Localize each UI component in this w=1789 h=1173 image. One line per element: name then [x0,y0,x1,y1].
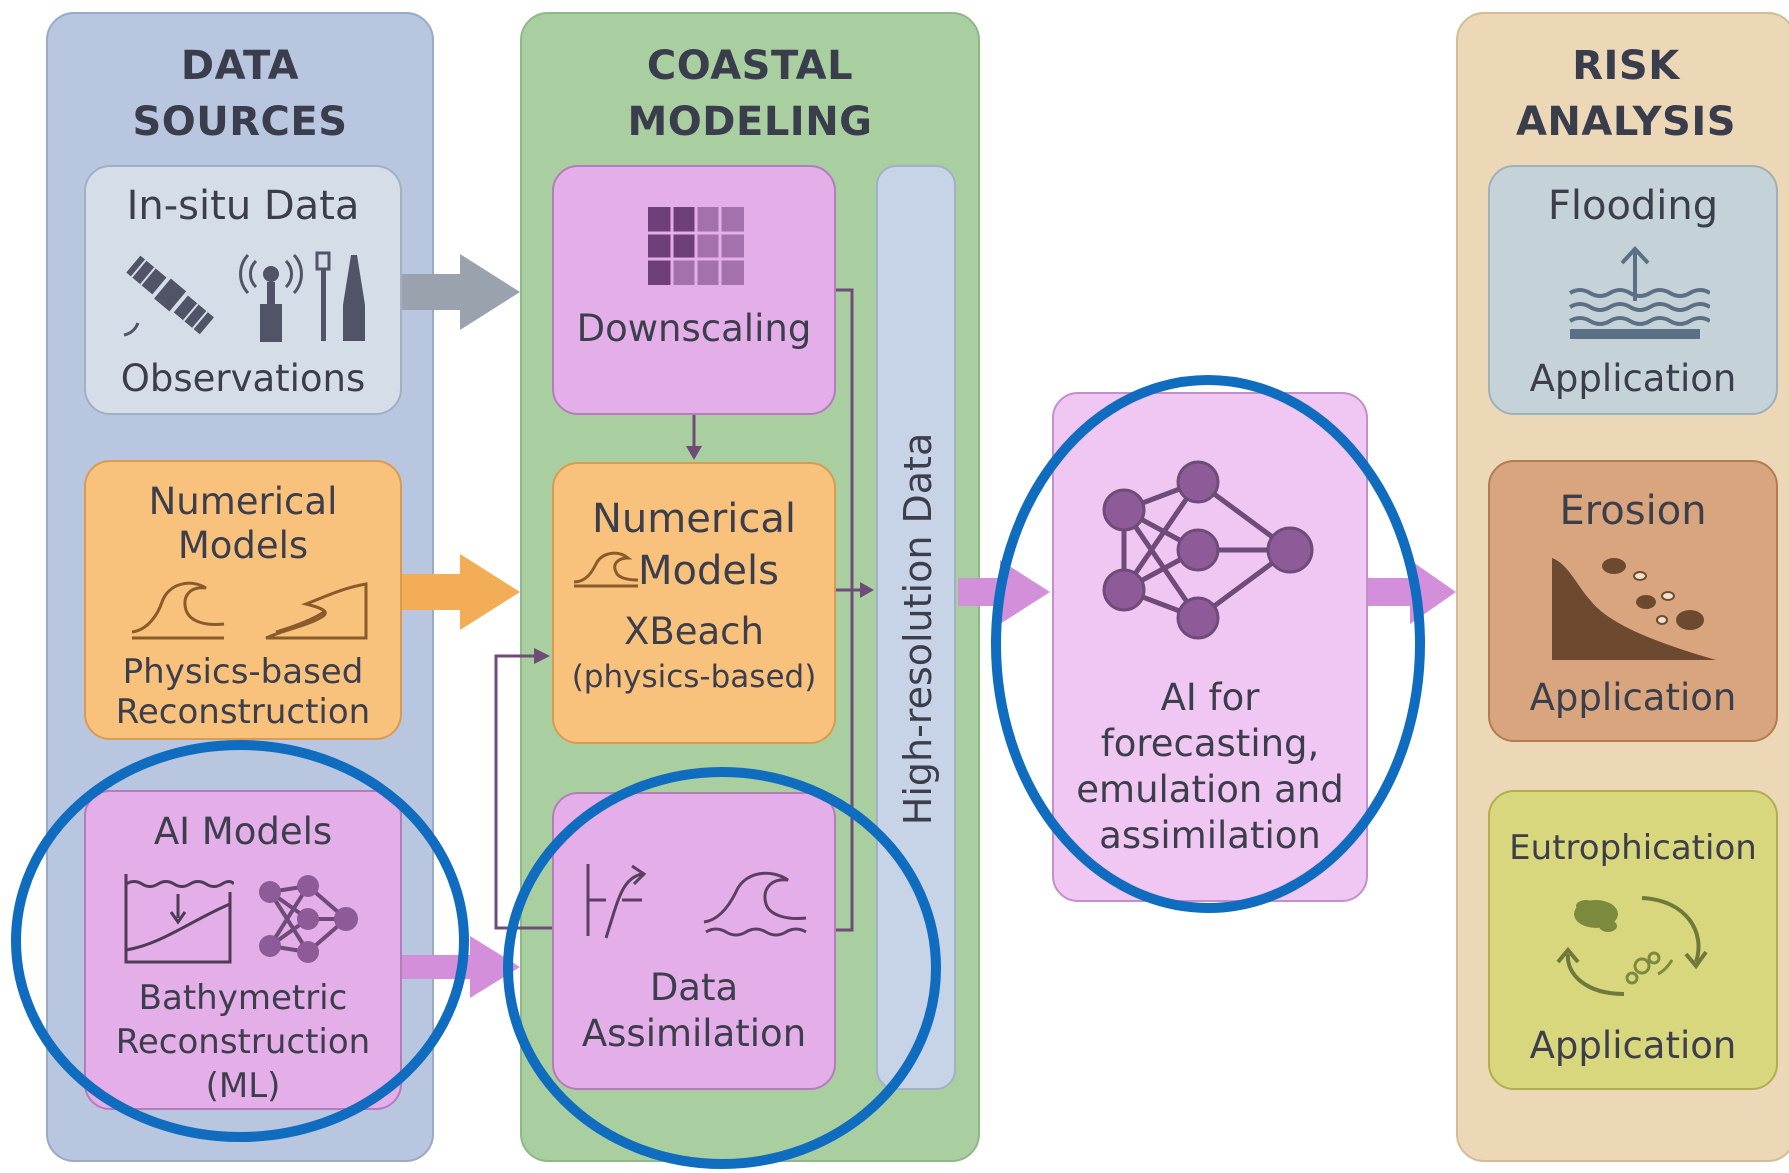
eutrophication-caption: Application [1529,1024,1737,1067]
eutrophication-box: Eutrophication Application [1488,790,1778,1090]
data-assimilation-label-line1: Data [649,966,739,1009]
insitu-data-title: In-situ Data [126,183,360,229]
arrow-numerical-to-modeling [402,554,520,630]
coastal-modeling-title-line1: COASTAL [646,43,854,89]
numerical-models-xbeach-box: Numerical Models XBeach (physics-based) [552,462,836,744]
wave-assimilation-icon [703,871,807,937]
highlight-ai-forecasting [991,375,1425,913]
erosion-landslide-icon [1552,558,1716,660]
downscaling-label: Downscaling [576,307,812,350]
numerical-models-caption-line1: Physics-based [122,652,364,692]
risk-analysis-title-line1: RISK [1572,43,1680,89]
flooding-title: Flooding [1547,183,1719,229]
grid-icon [648,207,744,285]
wave-small-icon [573,551,639,588]
eutrophication-title: Eutrophication [1509,828,1757,868]
numerical-models-caption-line2: Reconstruction [115,692,371,732]
ai-models-box: AI Models Bathymetric Reconstruction (ML… [84,790,402,1110]
risk-analysis-title-line2: ANALYSIS [1515,99,1737,145]
insitu-data-caption: Observations [120,357,366,400]
erosion-title: Erosion [1559,488,1707,534]
erosion-box: Erosion Application [1488,460,1778,742]
downscaling-box: Downscaling [552,165,836,415]
flood-water-icon [1568,246,1710,339]
arrow-insitu-to-modeling [402,254,520,330]
xbeach-title-line1: Numerical [591,496,797,542]
sensor-antenna-icon [239,253,303,342]
terrain-icon [265,582,368,640]
ai-models-caption-line1: Bathymetric [138,978,348,1018]
data-sources-title-line2: SOURCES [132,99,348,145]
ai-models-title: AI Models [153,810,333,853]
insitu-data-box: In-situ Data Observations [84,165,402,415]
highlight-ai-models [11,740,469,1142]
data-assimilation-box: Data Assimilation [552,792,836,1090]
data-sources-title-line1: DATA [180,43,300,89]
neural-network-small-icon [259,875,358,963]
xbeach-name: XBeach [624,610,764,653]
xbeach-note: (physics-based) [571,659,817,695]
ai-forecasting-line4: assimilation [1099,814,1321,857]
data-assimilation-label-line2: Assimilation [581,1012,807,1055]
highlight-data-assimilation [503,767,941,1169]
neural-network-icon [1102,460,1314,640]
numerical-models-title-line2: Models [177,524,309,567]
coastal-modeling-title-line2: MODELING [627,99,873,145]
ai-forecasting-line1: AI for [1160,676,1260,719]
flooding-caption: Application [1529,357,1737,400]
flooding-box: Flooding Application [1488,165,1778,415]
bracket-to-hires-bar [836,288,854,932]
xbeach-title-line2: Models [638,548,779,594]
ai-forecasting-line3: emulation and [1076,768,1344,811]
ai-models-caption-line3: (ML) [205,1066,281,1106]
loop-assimilation-to-numerical [494,654,552,930]
eutrophication-cycle-icon [1556,896,1708,996]
probe-icon [315,251,365,341]
ai-models-caption-line2: Reconstruction [115,1022,371,1062]
ai-forecasting-box: AI for forecasting, emulation and assimi… [1052,392,1368,902]
wave-icon [131,581,225,640]
ai-forecasting-line2: forecasting, [1100,722,1320,765]
bathymetry-icon [124,874,234,964]
high-resolution-data-bar: High-resolution Data [876,165,956,1090]
satellite-icon [123,255,214,337]
numerical-models-source-box: Numerical Models Physics-based Reconstru… [84,460,402,740]
numerical-models-title-line1: Numerical [148,480,338,523]
assimilation-curve-icon [586,864,647,939]
erosion-caption: Application [1529,676,1737,719]
